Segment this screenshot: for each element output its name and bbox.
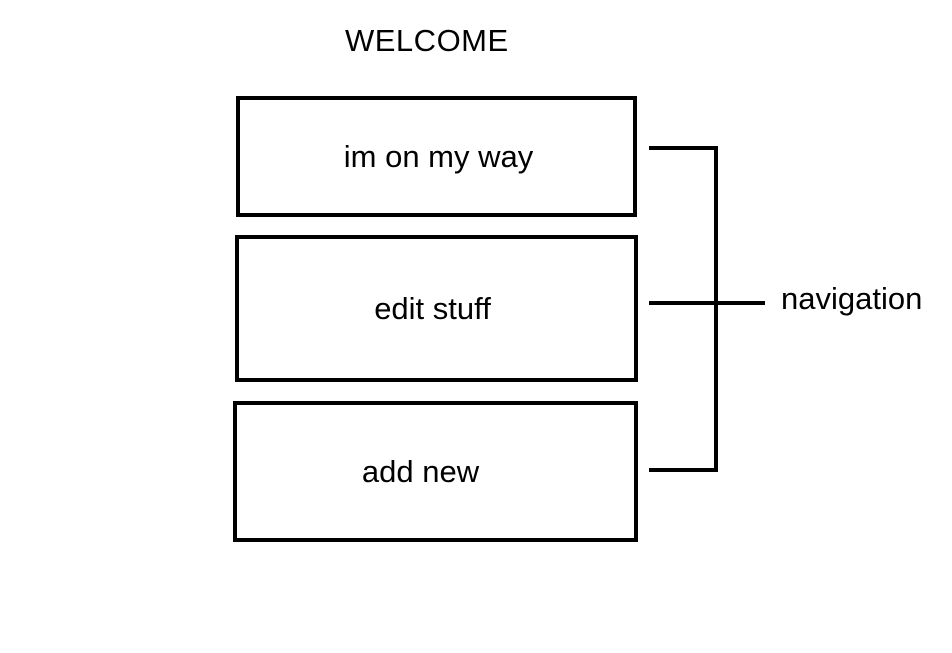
nav-button-label: edit stuff xyxy=(374,290,491,326)
nav-button-label: add new xyxy=(361,453,480,489)
nav-button-edit-stuff[interactable]: edit stuff xyxy=(235,235,638,382)
page-title: WELCOME xyxy=(345,23,509,58)
nav-button-add-new[interactable]: add new xyxy=(233,401,638,542)
navigation-label: navigation xyxy=(781,281,923,316)
nav-button-im-on-my-way[interactable]: im on my way xyxy=(236,96,637,217)
nav-button-label: im on my way xyxy=(343,138,534,174)
